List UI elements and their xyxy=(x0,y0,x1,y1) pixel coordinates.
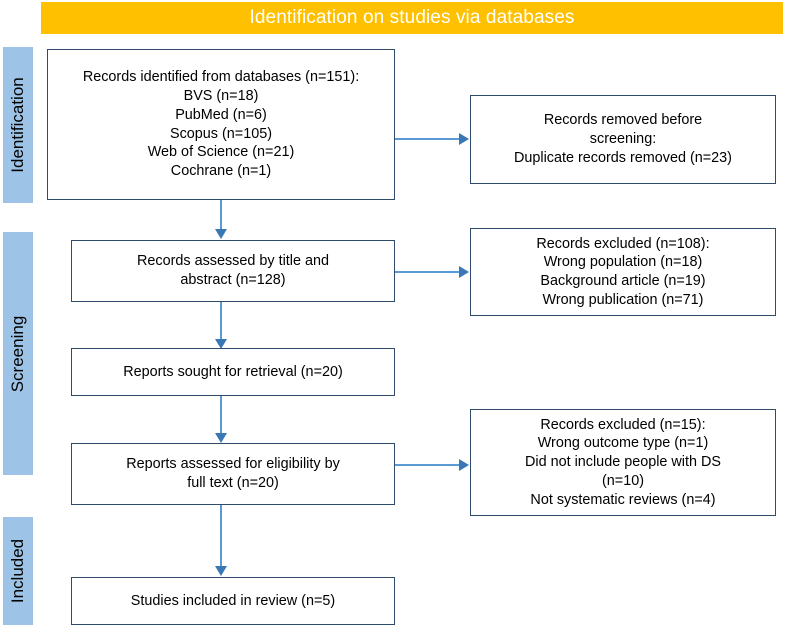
phase-label-included: Included xyxy=(8,538,27,604)
diagram-header-title: Identification on studies via databases xyxy=(41,2,783,34)
box-records-removed-before-screening: Records removed before screening: Duplic… xyxy=(470,95,776,184)
connector-assessed-to-excluded xyxy=(395,271,460,274)
box-records-excluded-screening: Records excluded (n=108): Wrong populati… xyxy=(470,228,776,316)
box-studies-included: Studies included in review (n=5) xyxy=(71,577,395,625)
phase-label-screening: Screening xyxy=(8,315,27,392)
arrowhead-sought-to-assessed-fulltext-icon xyxy=(214,433,227,443)
box-records-excluded-eligibility-text: Records excluded (n=15): Wrong outcome t… xyxy=(525,416,721,508)
arrowhead-eligibility-to-included-icon xyxy=(214,566,227,576)
connector-sought-to-assessed-fulltext xyxy=(220,396,223,434)
box-records-removed-before-screening-text: Records removed before screening: Duplic… xyxy=(514,112,732,166)
box-records-assessed-title-abstract: Records assessed by title and abstract (… xyxy=(71,240,395,302)
connector-eligibility-to-included xyxy=(220,505,223,567)
arrowhead-identified-to-removed-icon xyxy=(459,132,469,145)
phase-bar-identification: Identification xyxy=(3,47,33,203)
box-records-excluded-eligibility: Records excluded (n=15): Wrong outcome t… xyxy=(470,409,776,516)
arrowhead-assessed-to-excluded-icon xyxy=(459,265,469,278)
connector-identified-to-assessed xyxy=(220,200,223,230)
box-reports-assessed-eligibility-text: Reports assessed for eligibility by full… xyxy=(126,456,340,491)
phase-bar-screening: Screening xyxy=(3,232,33,475)
box-reports-sought-text: Reports sought for retrieval (n=20) xyxy=(123,363,343,380)
box-reports-sought: Reports sought for retrieval (n=20) xyxy=(71,348,395,396)
phase-label-identification: Identification xyxy=(8,77,27,173)
connector-identified-to-removed xyxy=(395,138,460,141)
phase-bar-included: Included xyxy=(3,517,33,625)
arrowhead-assessed-to-reports-sought-icon xyxy=(214,339,227,349)
arrowhead-eligibility-to-excluded-icon xyxy=(459,458,469,471)
box-records-identified: Records identified from databases (n=151… xyxy=(47,49,395,200)
box-records-excluded-screening-text: Records excluded (n=108): Wrong populati… xyxy=(536,235,710,308)
connector-assessed-to-reports-sought xyxy=(220,302,223,340)
box-records-assessed-title-abstract-text: Records assessed by title and abstract (… xyxy=(137,253,329,288)
arrowhead-identified-to-assessed-icon xyxy=(214,229,227,239)
box-studies-included-text: Studies included in review (n=5) xyxy=(130,592,336,609)
box-reports-assessed-eligibility: Reports assessed for eligibility by full… xyxy=(71,443,395,505)
box-records-identified-text: Records identified from databases (n=151… xyxy=(82,69,360,179)
connector-eligibility-to-excluded xyxy=(395,464,460,467)
